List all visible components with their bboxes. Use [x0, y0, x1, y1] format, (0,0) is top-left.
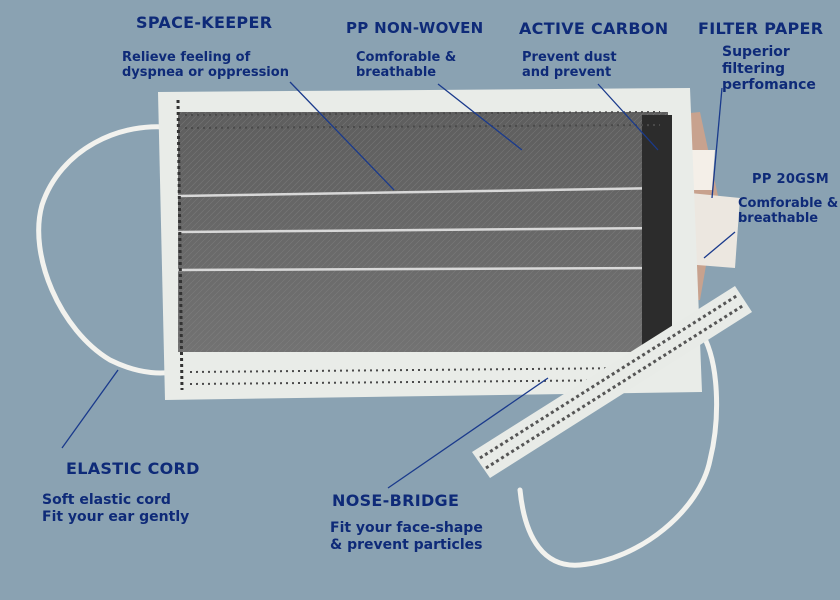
filter-paper-desc-3: perfomance: [722, 77, 816, 94]
label-filter-paper-desc: Superior filtering perfomance: [722, 44, 816, 94]
active-carbon-desc-1: Prevent dust: [522, 50, 617, 65]
pp-20gsm-title: PP 20GSM: [752, 172, 830, 187]
pp-20gsm-desc-1: Comforable &: [738, 196, 839, 211]
label-active-carbon-desc: Prevent dust and prevent: [522, 50, 617, 81]
pp-non-woven-desc-2: breathable: [356, 65, 437, 81]
label-filter-paper: FILTER PAPER: [698, 19, 824, 39]
label-pp-non-woven: PP NON-WOVEN: [346, 19, 484, 38]
label-nose-bridge-desc: Fit your face-shape & prevent particles: [330, 520, 483, 553]
label-elastic-cord: ELASTIC CORD: [66, 459, 200, 479]
pp-non-woven-desc-1: Comforable &: [356, 50, 457, 65]
space-keeper-desc-2: dyspnea or oppression: [122, 65, 289, 81]
label-space-keeper-desc: Relieve feeling of dyspnea or oppression: [122, 50, 289, 81]
nose-bridge-title: NOSE-BRIDGE: [332, 491, 460, 510]
elastic-cord-right: [517, 327, 720, 568]
label-pp-20gsm-desc: Comforable & breathable: [738, 196, 838, 227]
space-keeper-desc-1: Relieve feeling of: [122, 50, 251, 65]
nose-bridge-strip: [472, 286, 752, 478]
nose-bridge-desc-2: & prevent particles: [330, 536, 483, 553]
pp-20gsm-desc-2: breathable: [738, 211, 819, 227]
elastic-cord-title: ELASTIC CORD: [66, 459, 200, 478]
label-nose-bridge: NOSE-BRIDGE: [332, 491, 460, 511]
nose-bridge-desc-1: Fit your face-shape: [330, 520, 483, 536]
space-keeper-title: SPACE-KEEPER: [136, 13, 273, 32]
label-elastic-cord-desc: Soft elastic cord Fit your ear gently: [42, 492, 189, 525]
pp-non-woven-title: PP NON-WOVEN: [346, 19, 484, 37]
label-pp-non-woven-desc: Comforable & breathable: [356, 50, 456, 81]
filter-paper-desc-2: filtering: [722, 60, 786, 77]
mask-body: [158, 88, 702, 400]
leader-lines: [61, 81, 736, 489]
label-active-carbon: ACTIVE CARBON: [519, 19, 669, 39]
elastic-cord-desc-1: Soft elastic cord: [42, 492, 171, 508]
active-carbon-strip: [642, 115, 672, 347]
filter-paper-title: FILTER PAPER: [698, 19, 824, 38]
active-carbon-desc-2: and prevent: [522, 65, 612, 81]
elastic-cord-left: [36, 124, 185, 376]
label-pp-20gsm: PP 20GSM: [752, 172, 829, 187]
filter-paper-desc-1: Superior: [722, 44, 790, 60]
label-space-keeper: SPACE-KEEPER: [136, 13, 273, 33]
elastic-cord-desc-2: Fit your ear gently: [42, 508, 190, 525]
active-carbon-title: ACTIVE CARBON: [519, 19, 669, 38]
